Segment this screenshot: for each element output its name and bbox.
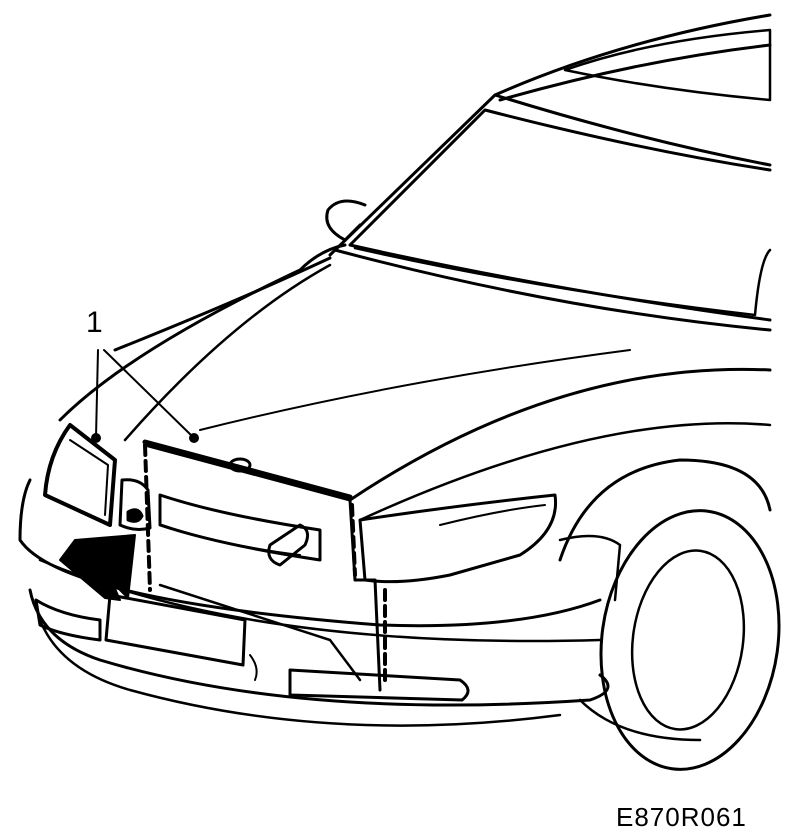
- roof-inner-line: [498, 43, 772, 102]
- hood-front-left-edge: [143, 443, 152, 592]
- air-intake-left: [34, 598, 102, 642]
- roof-panel: [563, 28, 772, 102]
- callout-dot-right: [189, 433, 199, 443]
- roof-outline: [493, 13, 772, 97]
- grille-slot: [267, 523, 310, 567]
- indicator-lamp: [118, 478, 152, 531]
- headlight-left-inner: [69, 439, 109, 516]
- callout-dot-left: [91, 433, 101, 443]
- license-plate: [104, 593, 247, 667]
- bumper-lower: [28, 588, 610, 707]
- hood-front-outline: [143, 443, 382, 692]
- air-intake-center: [249, 654, 258, 681]
- hood-side-line: [348, 367, 772, 502]
- hood-front-right-dashed: [350, 503, 387, 682]
- front-tire: [599, 509, 781, 771]
- arrow-icon: [59, 534, 136, 601]
- side-mirror-icon: [325, 199, 367, 242]
- badge-icon: [228, 457, 252, 473]
- bumper-bottom: [38, 618, 562, 727]
- hood-center-line: [199, 349, 631, 431]
- hood-side-line-2: [358, 422, 772, 522]
- callout-leader-right: [103, 349, 194, 438]
- headlight-right: [358, 493, 558, 584]
- bumper-top: [18, 478, 602, 628]
- figure-code: E870R061: [616, 802, 747, 832]
- grille-lower: [161, 524, 301, 556]
- indicator-lamp-blob: [126, 508, 144, 523]
- windshield-outer: [328, 93, 772, 257]
- front-wheel-rim: [630, 549, 746, 731]
- callout-leader-left: [95, 349, 99, 438]
- hood-crease-center: [123, 263, 332, 442]
- windshield-glass: [353, 246, 772, 317]
- hood-crease-left: [113, 256, 332, 352]
- wheel-lower-edge: [578, 698, 702, 742]
- headlight-right-inner: [439, 504, 546, 526]
- clip-line: [158, 583, 362, 682]
- callout-number: 1: [86, 306, 103, 339]
- air-intake-right: [288, 668, 470, 702]
- headlight-left: [43, 423, 117, 527]
- hood-rear-edge: [333, 248, 772, 332]
- wheel-arch: [558, 458, 772, 562]
